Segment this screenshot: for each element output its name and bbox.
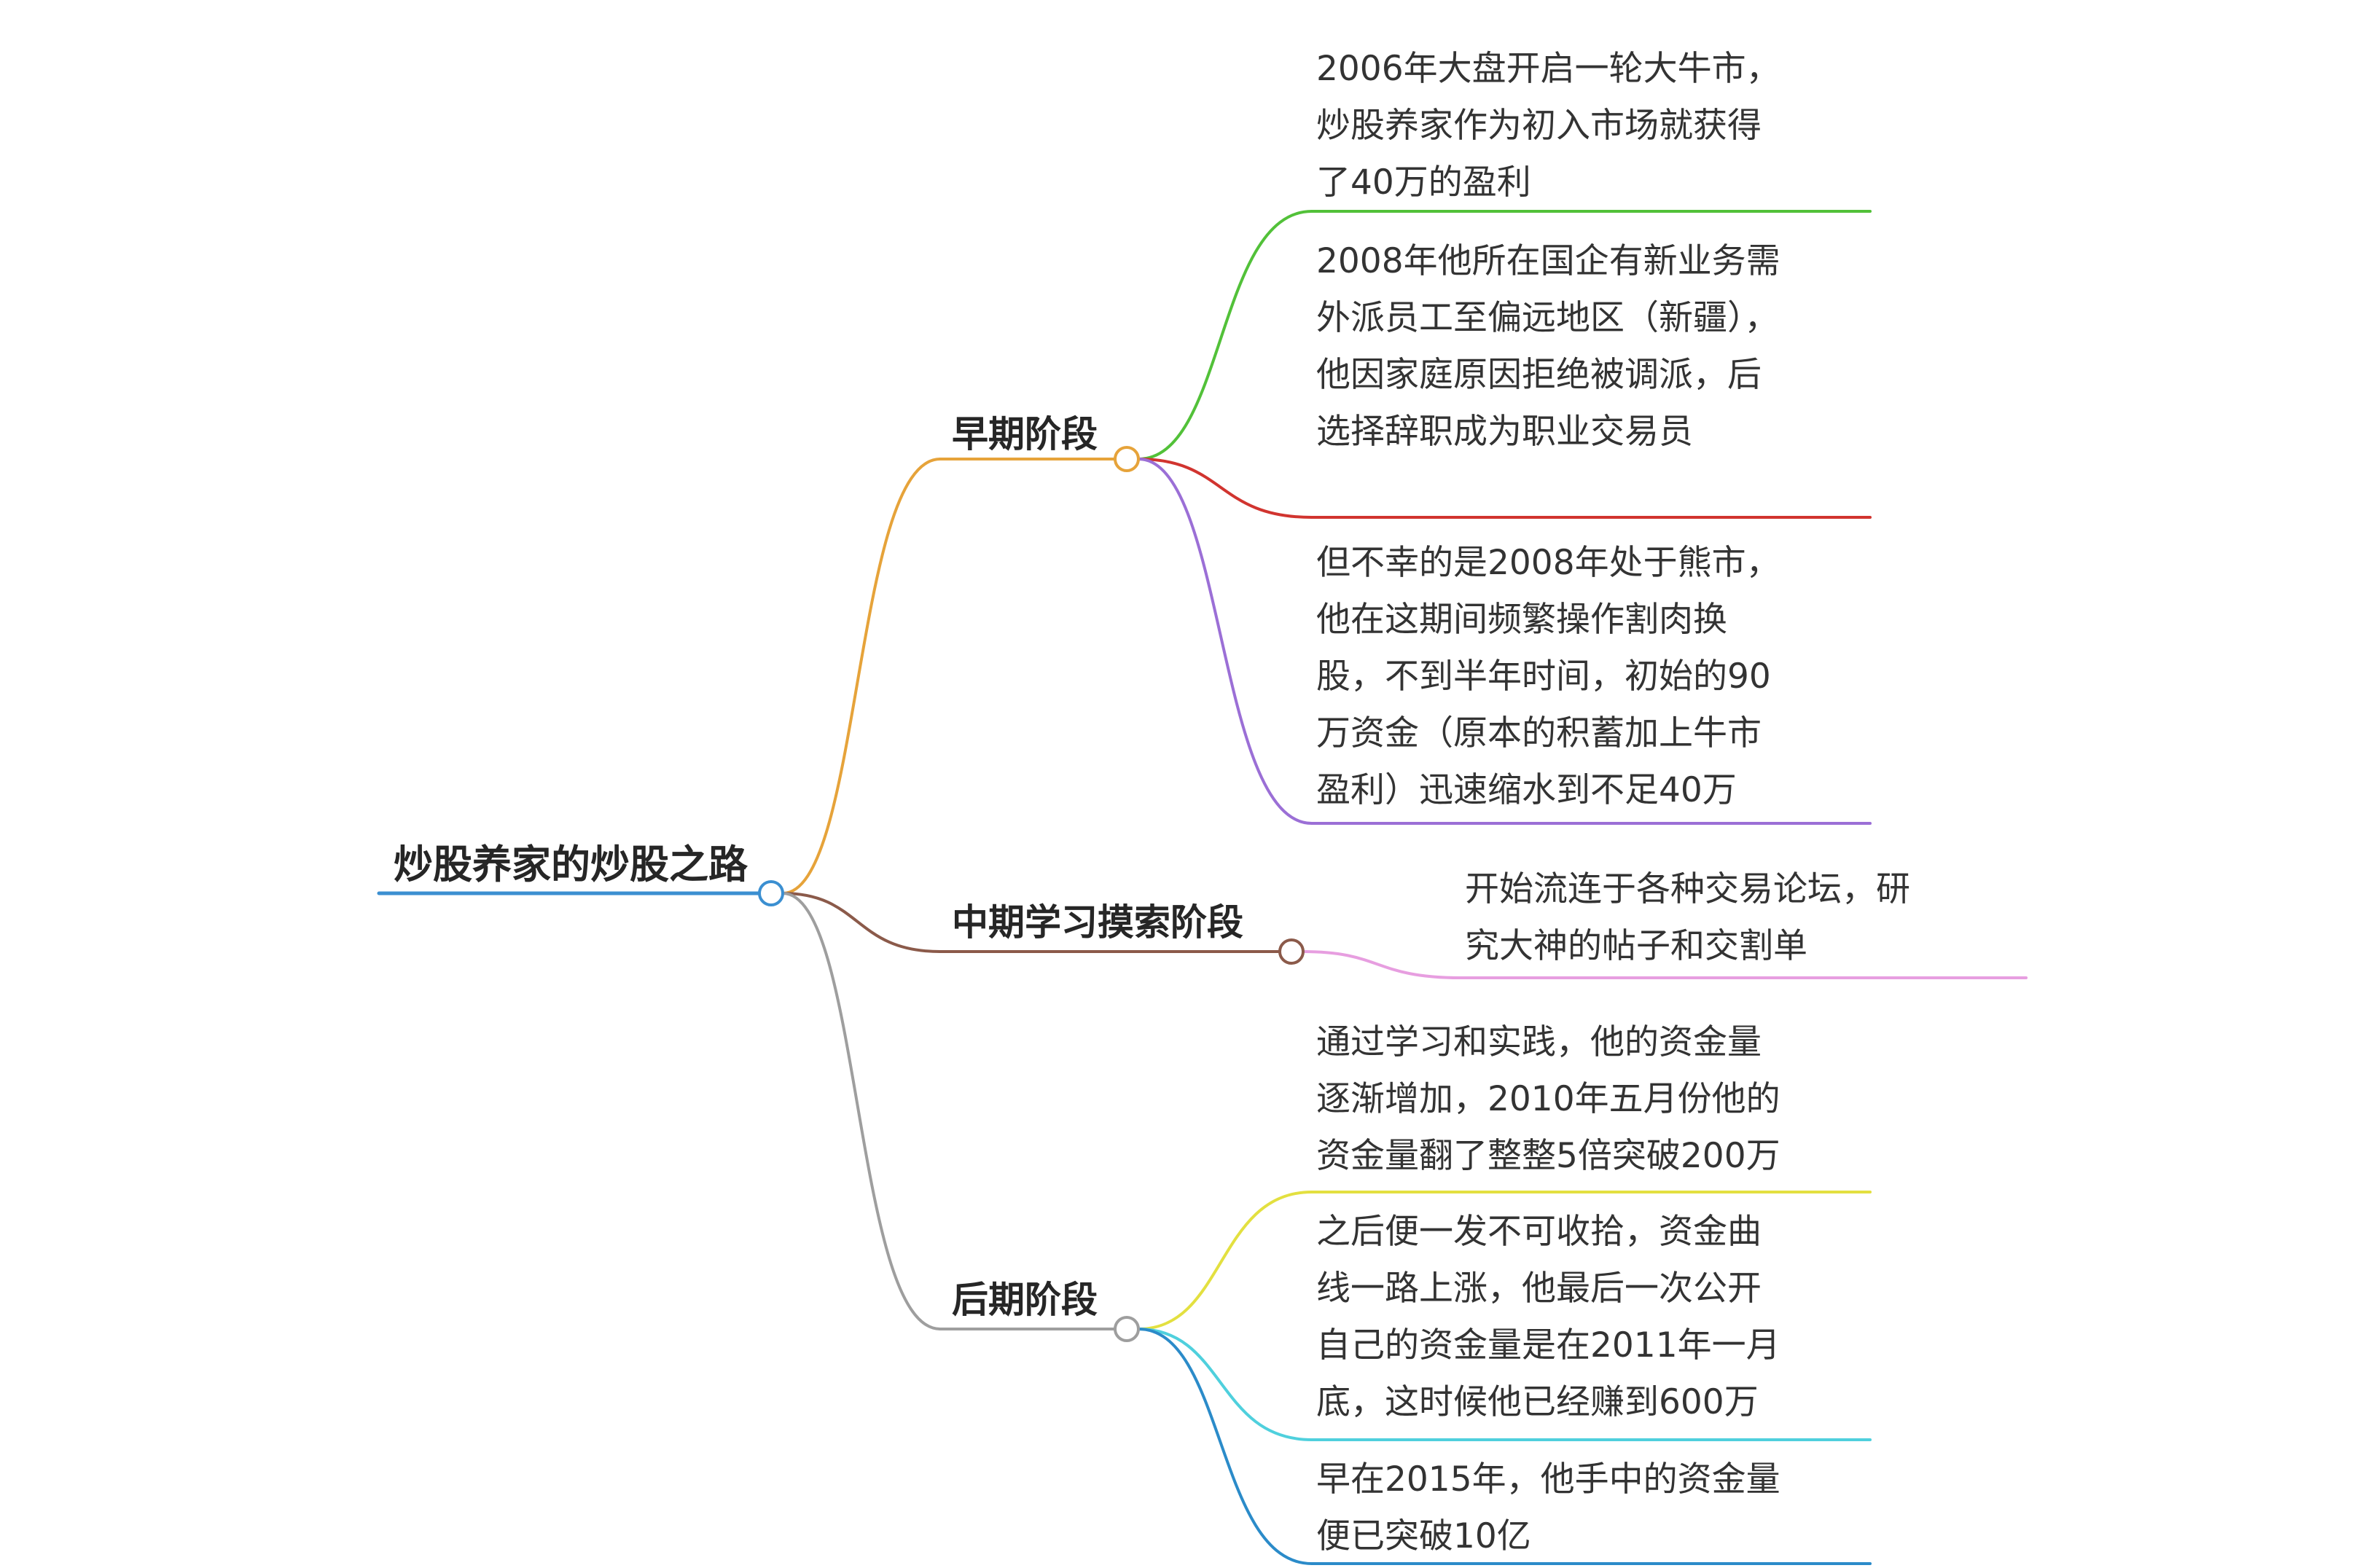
leaf-early-3[interactable]: 但不幸的是2008年处于熊市， 他在这期间频繁操作割肉换 股，不到半年时间，初始… <box>1316 535 1780 819</box>
leaf-middle-1[interactable]: 开始流连于各种交易论坛，研 究大神的帖子和交割单 <box>1465 861 1910 975</box>
leaf-line: 万资金（原本的积蓄加上牛市 <box>1316 713 1762 753</box>
leaf-line: 自己的资金量是在2011年一月 <box>1316 1325 1780 1365</box>
leaf-connector <box>1137 1328 1313 1441</box>
leaf-line: 2008年他所在国企有新业务需 <box>1316 241 1780 281</box>
leaf-line: 开始流连于各种交易论坛，研 <box>1465 869 1910 909</box>
leaf-connector <box>1137 210 1313 460</box>
branch-expand-toggle[interactable] <box>1278 938 1305 965</box>
leaf-line: 股，不到半年时间，初始的90 <box>1316 656 1771 697</box>
leaf-line: 线一路上涨，他最后一次公开 <box>1316 1269 1762 1309</box>
leaf-line: 炒股养家作为初入市场就获得 <box>1316 106 1762 146</box>
branch-connector <box>781 892 942 953</box>
leaf-line: 他因家庭原因拒绝被调派，后 <box>1316 355 1762 395</box>
leaf-line: 选择辞职成为职业交易员 <box>1316 412 1693 452</box>
leaf-connector <box>1137 1328 1313 1565</box>
root-expand-toggle[interactable] <box>758 880 784 906</box>
leaf-late-3[interactable]: 早在2015年，他手中的资金量 便已突破10亿 <box>1316 1451 1780 1565</box>
branch-label-middle[interactable]: 中期学习摸索阶段 <box>952 901 1243 944</box>
leaf-connector <box>1137 458 1313 519</box>
branch-expand-toggle[interactable] <box>1114 446 1140 472</box>
leaf-line: 之后便一发不可收拾，资金曲 <box>1316 1212 1762 1252</box>
root-node-label[interactable]: 炒股养家的炒股之路 <box>394 842 748 887</box>
leaf-late-1[interactable]: 通过学习和实践，他的资金量 逐渐增加，2010年五月份他的 资金量翻了整整5倍突… <box>1316 1014 1780 1185</box>
leaf-connector <box>1302 950 1462 979</box>
leaf-line: 但不幸的是2008年处于熊市， <box>1316 543 1780 583</box>
leaf-line: 盈利）迅速缩水到不足40万 <box>1316 770 1737 810</box>
leaf-connector <box>1137 1191 1313 1330</box>
leaf-early-2[interactable]: 2008年他所在国企有新业务需 外派员工至偏远地区（新疆）， 他因家庭原因拒绝被… <box>1316 233 1780 460</box>
leaf-line: 了40万的盈利 <box>1316 162 1531 203</box>
leaf-line: 逐渐增加，2010年五月份他的 <box>1316 1079 1780 1119</box>
leaf-line: 资金量翻了整整5倍突破200万 <box>1316 1136 1780 1176</box>
leaf-late-2[interactable]: 之后便一发不可收拾，资金曲 线一路上涨，他最后一次公开 自己的资金量是在2011… <box>1316 1204 1780 1431</box>
leaf-line: 便已突破10亿 <box>1316 1516 1531 1556</box>
branch-label-late[interactable]: 后期阶段 <box>952 1279 1098 1321</box>
leaf-line: 究大神的帖子和交割单 <box>1465 926 1807 966</box>
branch-expand-toggle[interactable] <box>1114 1316 1140 1342</box>
leaf-line: 通过学习和实践，他的资金量 <box>1316 1022 1762 1062</box>
branch-connector <box>781 892 942 1330</box>
leaf-line: 早在2015年，他手中的资金量 <box>1316 1459 1780 1500</box>
leaf-connector <box>1137 458 1313 825</box>
branch-label-early[interactable]: 早期阶段 <box>952 413 1098 455</box>
branch-connector <box>781 458 942 895</box>
leaf-early-1[interactable]: 2006年大盘开启一轮大牛市， 炒股养家作为初入市场就获得 了40万的盈利 <box>1316 41 1780 211</box>
leaf-line: 外派员工至偏远地区（新疆）， <box>1316 298 1779 338</box>
leaf-line: 2006年大盘开启一轮大牛市， <box>1316 49 1780 89</box>
leaf-line: 他在这期间频繁操作割肉换 <box>1316 600 1727 640</box>
leaf-line: 底，这时候他已经赚到600万 <box>1316 1382 1759 1422</box>
